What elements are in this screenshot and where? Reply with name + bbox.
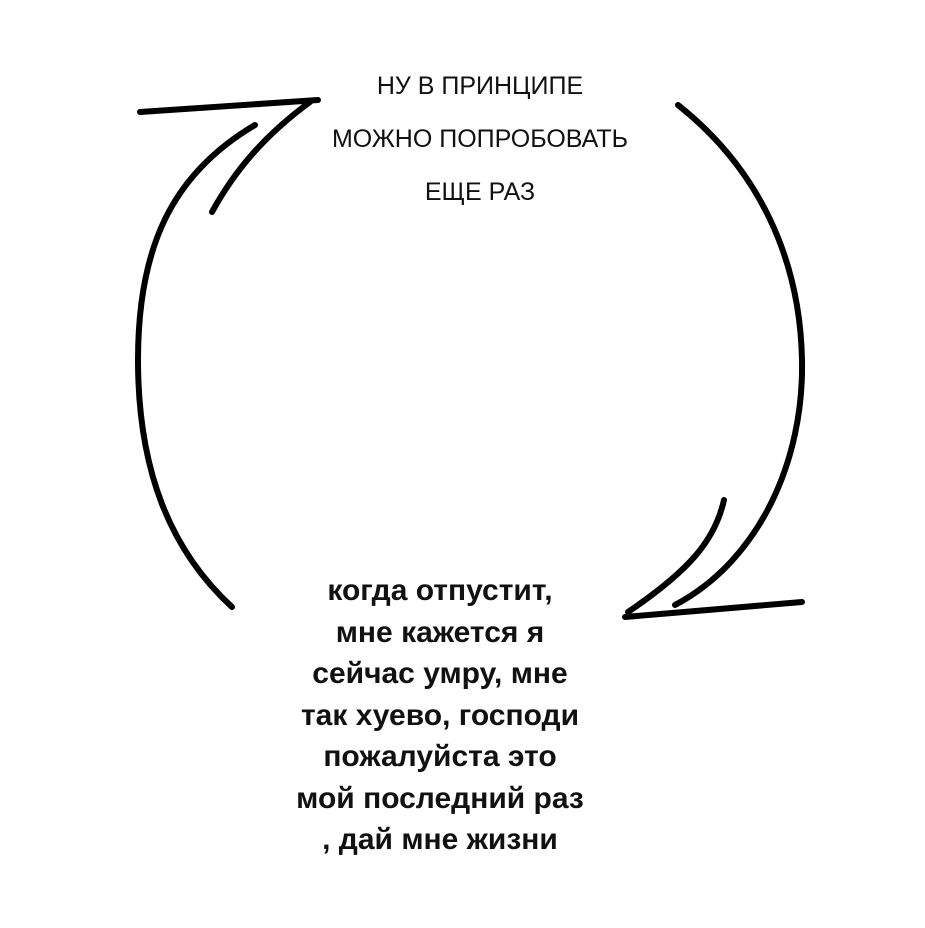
top-caption-line: ЕЩЕ РАЗ (424, 178, 536, 206)
bottom-caption-line: пожалуйста это (323, 740, 557, 773)
top-caption: НУ В ПРИНЦИПЕ МОЖНО ПОПРОБОВАТЬ ЕЩЕ РАЗ (280, 60, 680, 219)
top-caption-line: МОЖНО ПОПРОБОВАТЬ (331, 125, 629, 153)
bottom-caption: когда отпустит, мне кажется я сейчас умр… (230, 570, 650, 861)
left-arrowhead-diagonal (209, 99, 313, 215)
right-arrowhead-diagonal (625, 497, 727, 615)
right-arrowhead-bottom (622, 599, 805, 620)
bottom-caption-line: так хуево, господи (300, 698, 580, 732)
top-caption-line: НУ В ПРИНЦИПЕ (376, 72, 584, 100)
bottom-caption-line: , дай мне жизни (322, 823, 558, 856)
left-arrowhead-top (137, 97, 321, 115)
bottom-caption-line: сейчас умру, мне (312, 657, 568, 690)
bottom-caption-line: мой последний раз (296, 781, 584, 815)
right-arrow-curve (672, 102, 806, 608)
bottom-caption-line: когда отпустит, (327, 574, 553, 607)
bottom-caption-line: мне кажется я (335, 615, 545, 649)
left-arrow-curve (135, 122, 258, 610)
